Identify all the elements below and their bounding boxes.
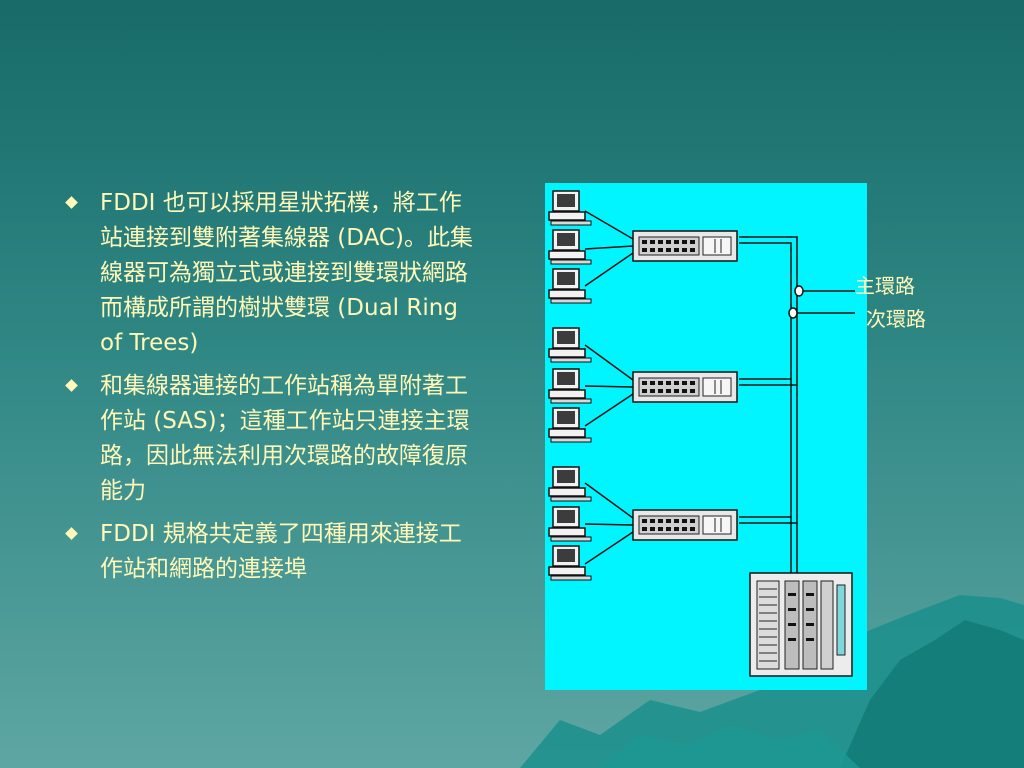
network-diagram bbox=[545, 183, 867, 690]
bullet-list: FDDI 也可以採用星狀拓樸，將工作站連接到雙附著集線器 (DAC)。此集線器可… bbox=[62, 186, 482, 595]
bullet-text: 和集線器連接的工作站稱為單附著工作站 (SAS)；這種工作站只連接主環路，因此無… bbox=[100, 373, 470, 504]
bullet-item: FDDI 規格共定義了四種用來連接工作站和網路的連接埠 bbox=[62, 517, 482, 587]
bullet-item: FDDI 也可以採用星狀拓樸，將工作站連接到雙附著集線器 (DAC)。此集線器可… bbox=[62, 186, 482, 361]
secondary-ring-label: 次環路 bbox=[866, 307, 926, 331]
diamond-bullet-icon bbox=[65, 527, 78, 540]
dual-ring-of-trees-diagram bbox=[548, 190, 855, 677]
primary-ring-label: 主環路 bbox=[855, 274, 915, 298]
diamond-bullet-icon bbox=[65, 196, 78, 209]
bullet-item: 和集線器連接的工作站稱為單附著工作站 (SAS)；這種工作站只連接主環路，因此無… bbox=[62, 369, 482, 509]
bullet-text: FDDI 規格共定義了四種用來連接工作站和網路的連接埠 bbox=[100, 521, 462, 582]
diamond-bullet-icon bbox=[65, 379, 78, 392]
bullet-text: FDDI 也可以採用星狀拓樸，將工作站連接到雙附著集線器 (DAC)。此集線器可… bbox=[100, 190, 473, 356]
